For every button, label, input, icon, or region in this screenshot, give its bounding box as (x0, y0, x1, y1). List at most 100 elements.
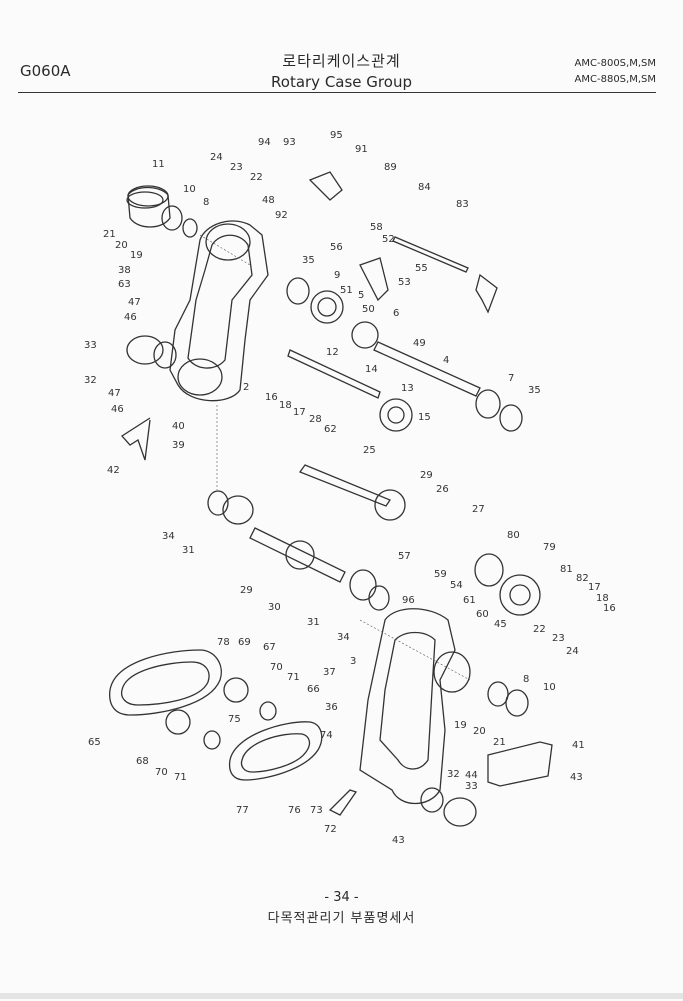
part-number-label: 73 (310, 805, 323, 816)
part-number-label: 72 (324, 824, 337, 835)
part-number-label: 94 (258, 137, 271, 148)
part-number-label: 33 (84, 340, 97, 351)
part-number-label: 62 (324, 424, 337, 435)
header-rule (18, 92, 656, 93)
part-number-label: 89 (384, 162, 397, 173)
part-number-label: 4 (443, 355, 449, 366)
part-number-label: 40 (172, 421, 185, 432)
scan-bottom-edge (0, 993, 683, 999)
part-number-label: 56 (330, 242, 343, 253)
part-number-label: 63 (118, 279, 131, 290)
part-number-label: 19 (454, 720, 467, 731)
title-korean: 로타리케이스관계 (282, 52, 401, 70)
part-number-label: 44 (465, 770, 478, 781)
part-number-label: 70 (270, 662, 283, 673)
part-number-label: 60 (476, 609, 489, 620)
part-number-label: 20 (115, 240, 128, 251)
part-number-label: 52 (382, 234, 395, 245)
part-number-label: 78 (217, 637, 230, 648)
part-number-label: 37 (323, 667, 336, 678)
part-number-label: 21 (493, 737, 506, 748)
part-number-label: 22 (250, 172, 263, 183)
part-number-label: 10 (543, 682, 556, 693)
part-number-label: 71 (287, 672, 300, 683)
part-number-label: 48 (262, 195, 275, 206)
chain-cover-drawing (109, 649, 323, 781)
part-number-label: 21 (103, 229, 116, 240)
upper-case-drawing (121, 185, 269, 461)
part-number-label: 76 (288, 805, 301, 816)
model-line-1: AMC-800S,M,SM (574, 58, 656, 69)
part-number-label: 71 (174, 772, 187, 783)
part-number-label: 38 (118, 265, 131, 276)
part-number-label: 10 (183, 184, 196, 195)
part-number-label: 50 (362, 304, 375, 315)
part-number-label: 53 (398, 277, 411, 288)
part-number-label: 17 (588, 582, 601, 593)
part-number-label: 30 (268, 602, 281, 613)
part-number-label: 61 (463, 595, 476, 606)
part-number-label: 91 (355, 144, 368, 155)
model-line-2: AMC-880S,M,SM (574, 74, 656, 85)
part-number-label: 18 (279, 400, 292, 411)
part-number-label: 14 (365, 364, 378, 375)
part-number-label: 42 (107, 465, 120, 476)
part-number-label: 32 (84, 375, 97, 386)
model-list: AMC-800S,M,SM AMC-880S,M,SM (575, 56, 656, 88)
part-number-label: 55 (415, 263, 428, 274)
part-code: G060A (20, 62, 71, 80)
part-number-label: 35 (302, 255, 315, 266)
part-number-label: 22 (533, 624, 546, 635)
part-number-label: 27 (472, 504, 485, 515)
part-number-label: 31 (307, 617, 320, 628)
part-number-label: 77 (236, 805, 249, 816)
part-number-label: 59 (434, 569, 447, 580)
part-number-label: 13 (401, 383, 414, 394)
part-number-label: 2 (243, 382, 249, 393)
part-number-label: 49 (413, 338, 426, 349)
part-number-label: 46 (111, 404, 124, 415)
part-number-label: 9 (334, 270, 340, 281)
part-number-label: 19 (130, 250, 143, 261)
part-number-label: 6 (393, 308, 399, 319)
part-number-label: 74 (320, 730, 333, 741)
part-number-label: 18 (596, 593, 609, 604)
part-number-label: 58 (370, 222, 383, 233)
part-number-label: 43 (570, 772, 583, 783)
part-number-label: 43 (392, 835, 405, 846)
part-number-label: 34 (337, 632, 350, 643)
part-number-label: 25 (363, 445, 376, 456)
lower-case-drawing (328, 608, 553, 827)
part-number-label: 93 (283, 137, 296, 148)
title-english: Rotary Case Group (271, 73, 412, 91)
part-number-label: 75 (228, 714, 241, 725)
part-number-label: 96 (402, 595, 415, 606)
part-number-label: 66 (307, 684, 320, 695)
page-title: 로타리케이스관계 Rotary Case Group (0, 50, 683, 91)
part-number-label: 65 (88, 737, 101, 748)
shaft-and-gear-drawing (126, 171, 541, 616)
part-number-label: 16 (265, 392, 278, 403)
part-number-label: 95 (330, 130, 343, 141)
part-number-label: 83 (456, 199, 469, 210)
part-number-label: 12 (326, 347, 339, 358)
part-number-label: 23 (552, 633, 565, 644)
part-number-label: 54 (450, 580, 463, 591)
part-number-label: 68 (136, 756, 149, 767)
part-number-label: 8 (203, 197, 209, 208)
part-number-label: 34 (162, 531, 175, 542)
part-number-label: 32 (447, 769, 460, 780)
part-number-label: 51 (340, 285, 353, 296)
part-number-label: 67 (263, 642, 276, 653)
part-number-label: 17 (293, 407, 306, 418)
part-number-label: 92 (275, 210, 288, 221)
part-number-label: 31 (182, 545, 195, 556)
part-number-label: 80 (507, 530, 520, 541)
part-number-label: 33 (465, 781, 478, 792)
part-number-label: 8 (523, 674, 529, 685)
part-number-label: 70 (155, 767, 168, 778)
part-number-label: 29 (420, 470, 433, 481)
part-number-label: 24 (210, 152, 223, 163)
